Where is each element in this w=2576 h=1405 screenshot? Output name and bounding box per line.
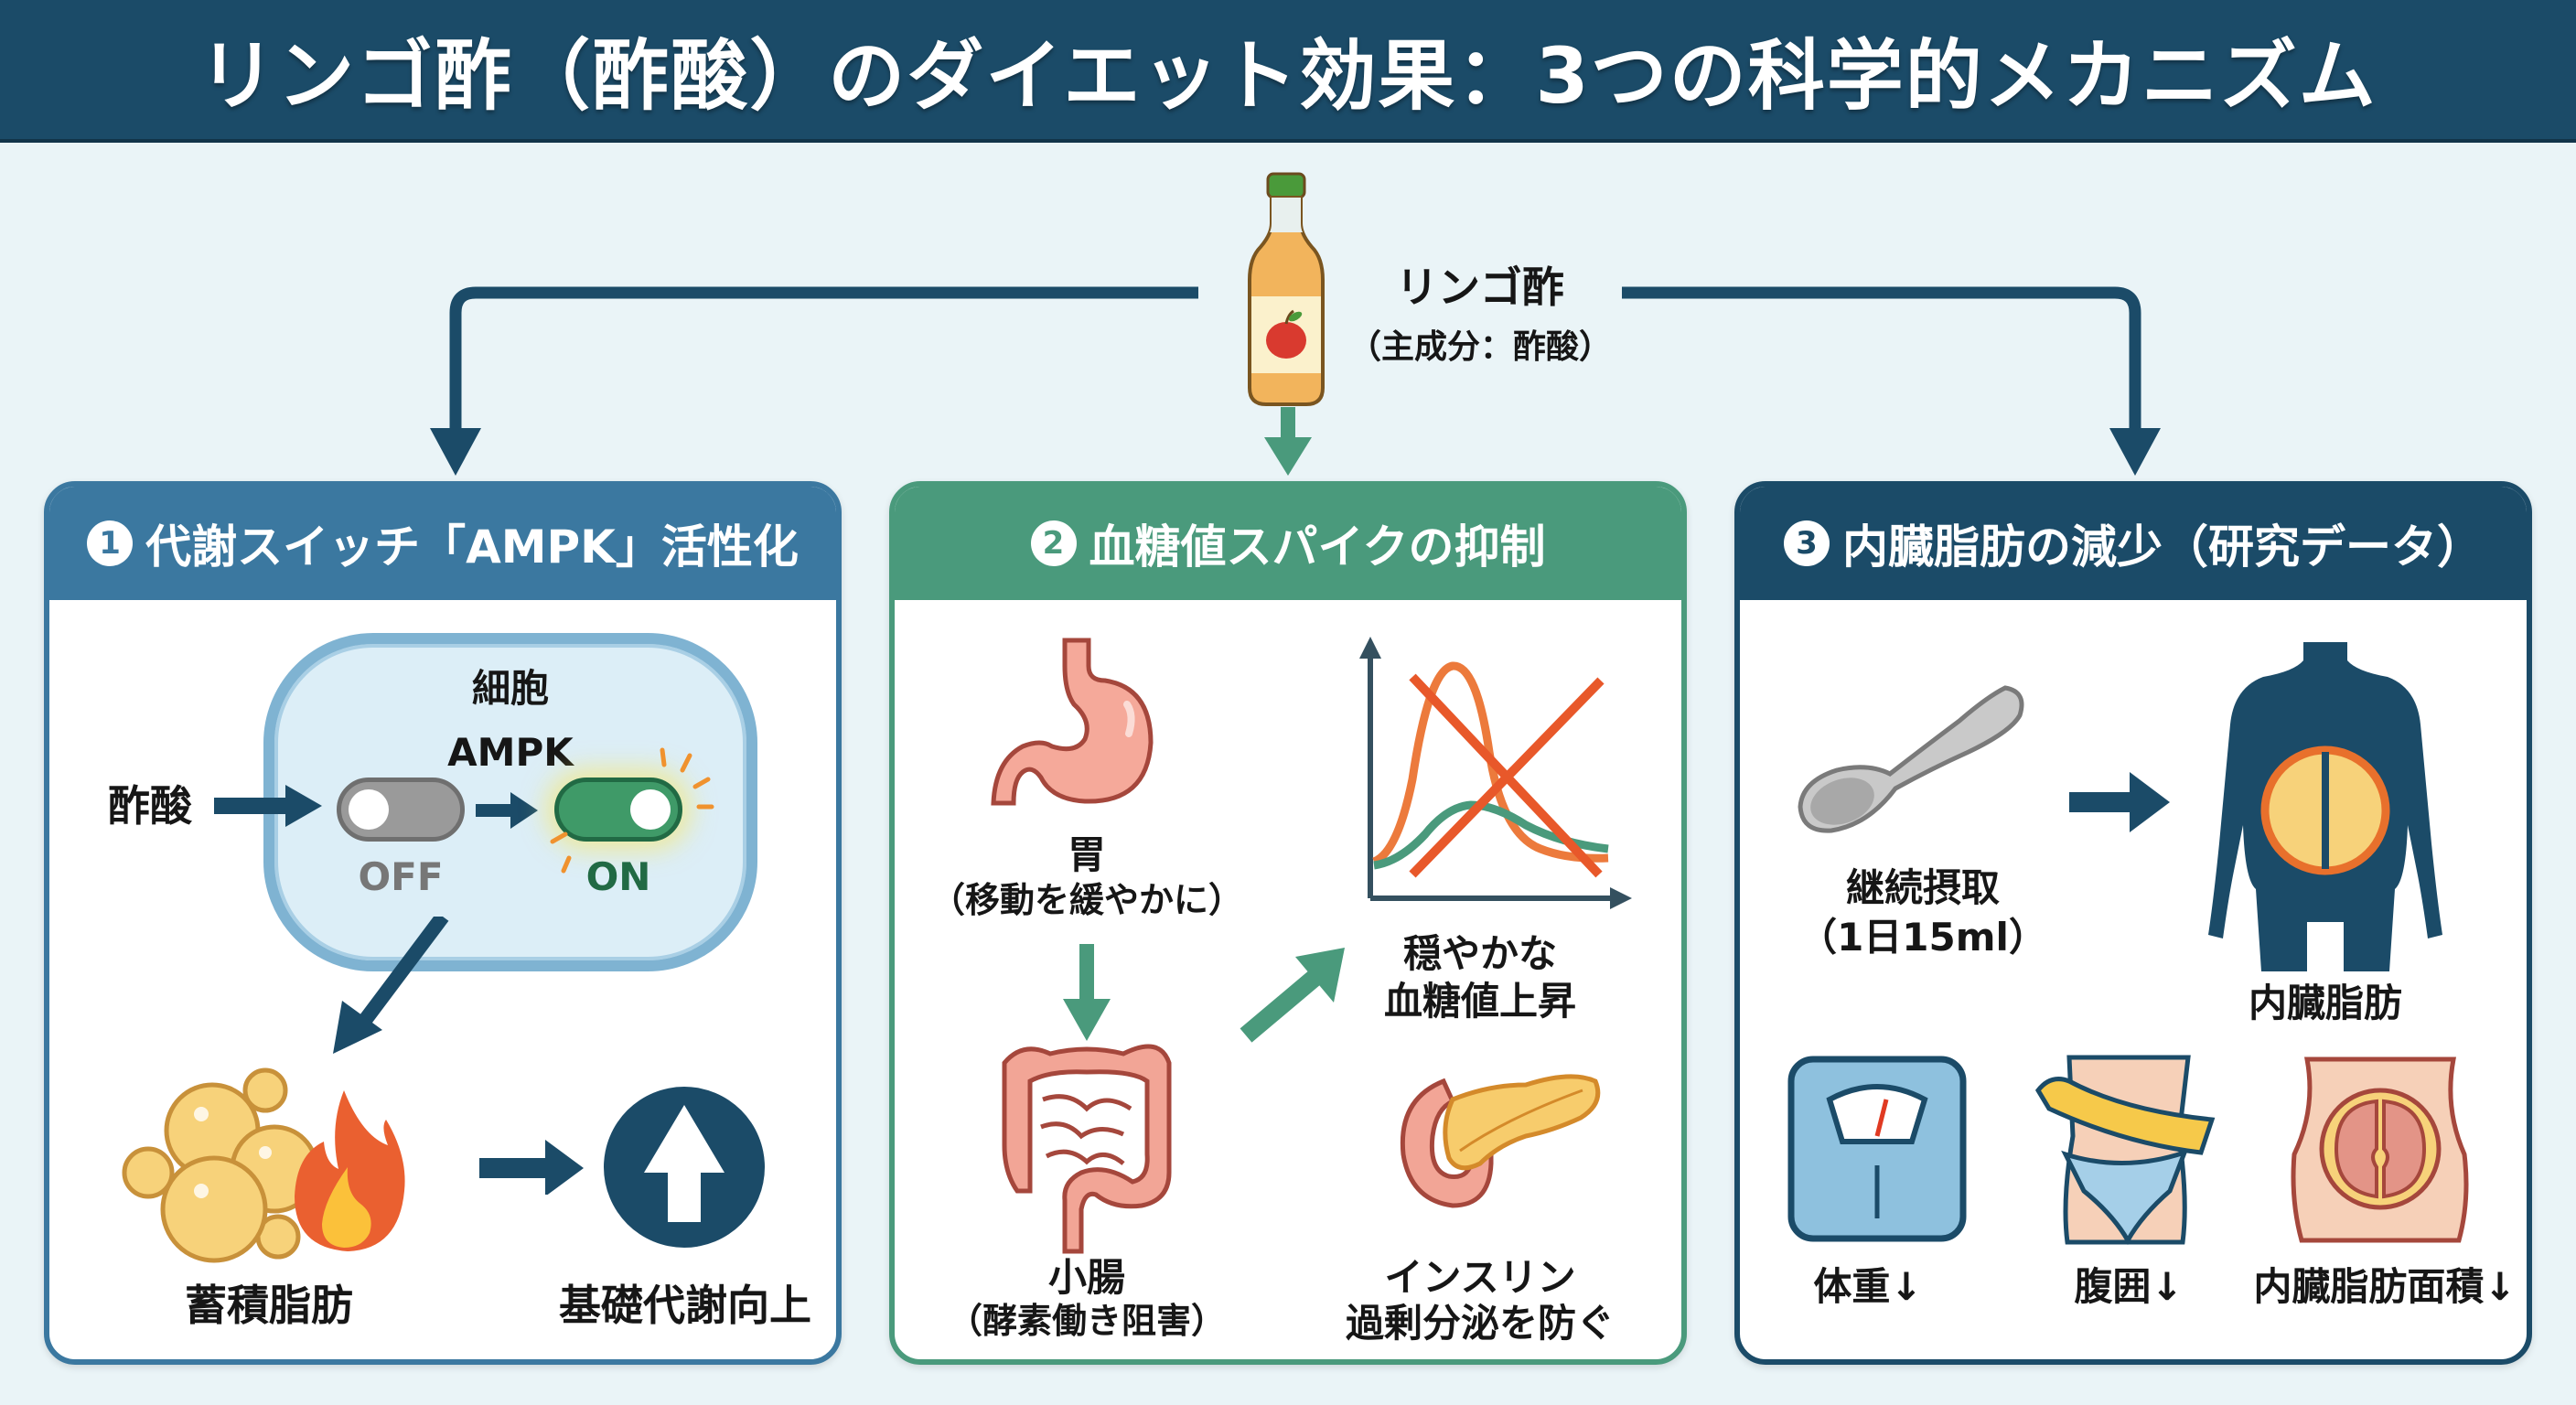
scale-icon xyxy=(1787,1056,1967,1242)
panel-2-header: 2 血糖値スパイクの抑制 xyxy=(895,487,1681,600)
source-label: リンゴ酢 （主成分：酢酸） xyxy=(1343,254,1617,368)
graph-label-1: 穏やかな xyxy=(1402,931,1557,976)
cell-label: 細胞 xyxy=(471,666,549,711)
panel-visceral-fat: 3 内臓脂肪の減少（研究データ） 継続摂取 （1日15ml） 内臓脂肪 体重↓ … xyxy=(1734,481,2532,1365)
arrow-head-1 xyxy=(430,428,481,476)
acetic-acid-label: 酢酸 xyxy=(108,781,192,831)
vinegar-bottle-icon xyxy=(1248,172,1325,406)
arrow-head-2 xyxy=(1264,437,1312,476)
panel-1-title: 代謝スイッチ「AMPK」活性化 xyxy=(145,520,799,574)
arrow-down-green-icon xyxy=(1063,944,1111,1041)
stomach-icon xyxy=(991,638,1154,806)
panel-1-header: 1 代謝スイッチ「AMPK」活性化 xyxy=(49,487,836,600)
stomach-label: 胃 xyxy=(1067,832,1106,877)
abdomen-cross-section-icon xyxy=(2291,1056,2469,1243)
arrow-right-small-icon xyxy=(476,792,538,829)
arrow-diagonal-icon xyxy=(333,917,449,1054)
panel-3-title: 内臓脂肪の減少（研究データ） xyxy=(1842,520,2483,574)
arrow-right-icon xyxy=(214,785,322,827)
spoon-icon xyxy=(1798,685,2024,833)
switch-on-label: ON xyxy=(585,854,651,899)
panel-3-header: 3 内臓脂肪の減少（研究データ） xyxy=(1740,487,2527,600)
arrow-head-3 xyxy=(2109,428,2161,476)
connector-arrows xyxy=(430,286,2161,476)
glow-rays-icon xyxy=(550,747,714,874)
ampk-label: AMPK xyxy=(447,730,574,775)
intestine-sub-label: （酵素働き阻害） xyxy=(947,1301,1226,1341)
panel-3-number-badge: 3 xyxy=(1784,520,1830,566)
stored-fat-label: 蓄積脂肪 xyxy=(185,1281,353,1330)
source-name: リンゴ酢 xyxy=(1396,263,1564,312)
intestine-label: 小腸 xyxy=(1047,1255,1125,1300)
arrow-up-right-green-icon xyxy=(1240,948,1345,1043)
visceral-fat-label: 内臓脂肪 xyxy=(2248,981,2402,1025)
panel-blood-sugar: 2 血糖値スパイクの抑制 胃 （移動を緩やかに） 小腸 （酵素働き阻害） 穏やか… xyxy=(889,481,1687,1365)
stomach-sub-label: （移動を緩やかに） xyxy=(929,880,1243,920)
cross-mark-2 xyxy=(1409,677,1605,878)
spike-curve xyxy=(1371,661,1609,866)
panel-2-title: 血糖値スパイクの抑制 xyxy=(1089,520,1546,574)
intake-label: 継続摂取 xyxy=(1845,865,2000,910)
result-weight-label: 体重↓ xyxy=(1813,1264,1923,1309)
body-silhouette-icon xyxy=(2208,642,2442,971)
pancreas-icon xyxy=(1400,1074,1601,1208)
panel-2-number-badge: 2 xyxy=(1030,520,1077,566)
panel-1-number-badge: 1 xyxy=(87,520,134,566)
metabolism-label: 基礎代謝向上 xyxy=(559,1281,811,1330)
switch-off-label: OFF xyxy=(358,854,444,899)
graph-label-2: 血糖値上昇 xyxy=(1383,979,1576,1024)
source-sub: （主成分：酢酸） xyxy=(1347,328,1612,366)
gentle-curve xyxy=(1373,800,1609,870)
page-title: リンゴ酢（酢酸）のダイエット効果：3つの科学的メカニズム xyxy=(199,30,2377,121)
result-visceral-area-label: 内臓脂肪面積↓ xyxy=(2253,1264,2517,1309)
measuring-tape-icon xyxy=(2034,1055,2216,1246)
insulin-label: インスリン xyxy=(1384,1255,1576,1300)
result-waist-label: 腹囲↓ xyxy=(2074,1264,2184,1309)
arrow-to-panel-2 xyxy=(1281,407,1295,439)
switch-on-toggle xyxy=(554,778,682,842)
intestine-icon xyxy=(1002,1044,1172,1254)
panel-ampk: 1 代謝スイッチ「AMPK」活性化 細胞 AMPK 酢酸 OFF ON xyxy=(44,481,842,1365)
arrow-right-icon-3 xyxy=(2069,772,2170,832)
metabolism-up-icon xyxy=(604,1087,765,1248)
arrow-right-icon-2 xyxy=(479,1140,584,1195)
title-bar: リンゴ酢（酢酸）のダイエット効果：3つの科学的メカニズム xyxy=(0,0,2576,143)
blood-sugar-graph xyxy=(1359,637,1632,909)
fat-burning-icon xyxy=(122,1067,405,1263)
arrow-to-panel-3 xyxy=(1622,286,2141,430)
arrow-to-panel-1 xyxy=(449,286,1198,430)
switch-off-toggle xyxy=(337,778,465,842)
insulin-sub-label: 過剰分泌を防ぐ xyxy=(1345,1301,1615,1346)
intake-sub-label: （1日15ml） xyxy=(1798,915,2047,960)
